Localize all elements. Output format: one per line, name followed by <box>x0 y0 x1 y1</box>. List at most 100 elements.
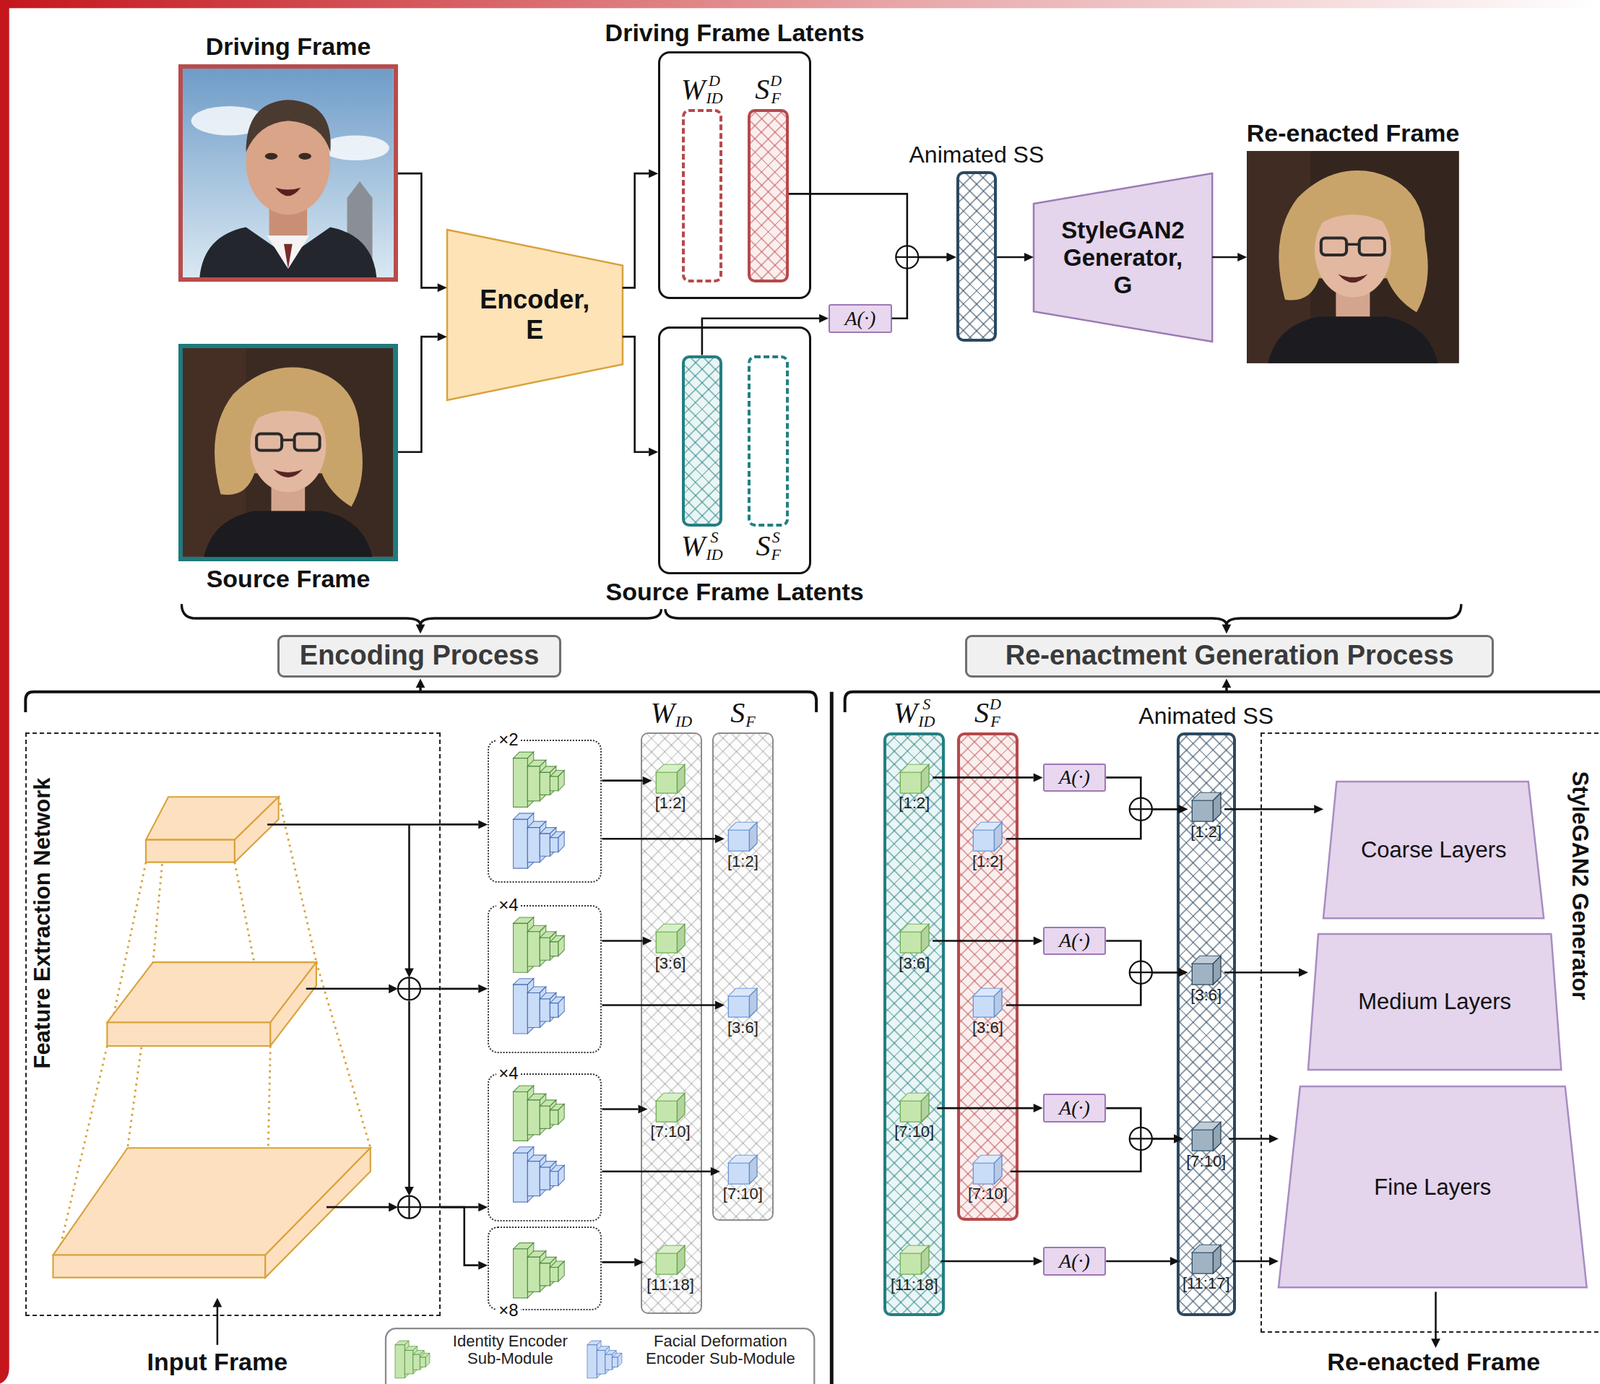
latent-subscript: ID <box>918 713 935 730</box>
graphic-part <box>920 764 929 794</box>
arrowhead <box>416 678 426 688</box>
wire-segment <box>52 1045 107 1278</box>
arrowhead <box>1173 1134 1184 1143</box>
icon-block-top <box>549 831 565 838</box>
arrowhead <box>1178 804 1188 814</box>
connector-line <box>1233 1260 1270 1263</box>
graphic-part <box>676 1092 685 1122</box>
graphic-part <box>749 822 758 851</box>
icon-block-side <box>549 931 556 961</box>
arrowhead <box>1298 967 1309 977</box>
connector <box>622 169 659 288</box>
submodule-group: ×4 <box>487 1073 602 1222</box>
latent-cube: [7:10] <box>891 1092 937 1143</box>
connector-line <box>601 1004 716 1007</box>
adapter-label: A(·) <box>1058 930 1091 951</box>
wire-segment <box>153 796 169 963</box>
latent-letter: W <box>650 698 675 728</box>
graphic-part <box>214 367 363 508</box>
icon-block-top <box>539 1256 557 1263</box>
graphic-part <box>256 433 282 451</box>
arrowhead <box>1237 252 1247 262</box>
adapter-box: A(·) <box>1043 1093 1107 1123</box>
icon-block-front <box>527 766 540 802</box>
graphic-part <box>920 1246 929 1275</box>
icon-block-side <box>558 831 565 852</box>
arrowhead <box>946 252 957 262</box>
graphic-part <box>920 1092 929 1122</box>
cube-index: [7:10] <box>650 1123 691 1141</box>
cube-icon <box>899 1244 930 1275</box>
trap-label-box: StyleGAN2 Generator, G <box>1033 173 1213 342</box>
legend-box <box>385 1328 815 1384</box>
graphic-part <box>655 1253 677 1275</box>
icon-block-side <box>539 986 546 1028</box>
graphic-part <box>900 1253 921 1275</box>
cube-icon <box>1191 1121 1222 1152</box>
connector <box>932 772 1044 782</box>
icon-block-side <box>539 1251 546 1293</box>
icon-block-side <box>527 751 534 807</box>
connector-line <box>440 1207 479 1266</box>
wire-segment <box>418 685 422 692</box>
connector-line <box>1224 971 1299 974</box>
frame-label: Re-enacted Frame <box>1326 1347 1541 1376</box>
cube-index: [11:18] <box>646 1276 695 1294</box>
submodule-group: ×2 <box>487 739 602 883</box>
deformation-encoder-icon <box>513 813 565 869</box>
heading: Driving Frame Latents <box>371 19 1098 47</box>
arrowhead <box>478 984 488 994</box>
icon-block-front <box>539 1105 550 1129</box>
icon-block-top <box>539 766 557 773</box>
heading: Animated SS <box>670 142 1284 168</box>
icon-block-front <box>539 833 550 856</box>
cube-icon <box>655 763 686 794</box>
icon-block-front <box>549 837 558 853</box>
panel-bracket <box>845 692 1600 713</box>
icon-block-front <box>513 758 529 808</box>
trap-label-box: Encoder, E <box>447 229 623 401</box>
icon-block-front <box>539 999 550 1022</box>
trapezoid-block: Medium Layers <box>1308 933 1561 1070</box>
cube-icon <box>727 821 758 852</box>
latent-indices: ID <box>675 696 693 730</box>
latent-cube: [7:10] <box>647 1092 694 1143</box>
arrowhead <box>1222 624 1232 635</box>
latent-symbol: WSID <box>777 696 1051 730</box>
wire-segment <box>216 1306 219 1346</box>
latent-symbol: WDID <box>576 72 829 107</box>
graphic-part <box>246 99 331 152</box>
submodule-group: ×4 <box>487 905 602 1054</box>
wire-segment <box>829 692 834 1384</box>
wire-segment <box>127 962 154 1148</box>
icon-block-front <box>549 1266 558 1282</box>
icon-block-front <box>405 1350 414 1374</box>
latent-vector-bar: SDF <box>747 109 789 283</box>
icon-block-top <box>527 1093 546 1100</box>
connector-line <box>788 193 947 258</box>
latent-cube: [11:18] <box>643 1244 698 1296</box>
latent-letter: S <box>974 698 989 728</box>
latent-subscript: ID <box>705 90 723 107</box>
latent-indices: SID <box>705 529 723 563</box>
latent-group-box: Source Frame LatentsWSIDSSF <box>658 326 812 575</box>
cube-icon <box>727 987 758 1018</box>
latent-symbol-group: SSF <box>755 529 781 563</box>
connector <box>601 776 652 786</box>
graphic-part <box>1033 173 1213 342</box>
feature-map-face <box>106 1022 271 1046</box>
connector-line <box>601 1261 635 1264</box>
trapezoid-block: Fine Layers <box>1278 1086 1587 1288</box>
graphic-part <box>994 1155 1003 1184</box>
latent-vector-bar: SSF <box>747 355 789 527</box>
icon-block-top <box>549 1103 565 1110</box>
connector-line <box>941 1260 1034 1263</box>
sum-symbol <box>1129 798 1153 821</box>
graphic-part <box>920 1092 929 1122</box>
icon-block-front <box>549 941 558 957</box>
arrowhead <box>404 1186 414 1197</box>
icon-block-side <box>617 1352 622 1367</box>
graphic-part <box>1212 1244 1221 1274</box>
graphic-part <box>203 510 373 557</box>
image-frame: Driving Frame <box>178 64 399 282</box>
